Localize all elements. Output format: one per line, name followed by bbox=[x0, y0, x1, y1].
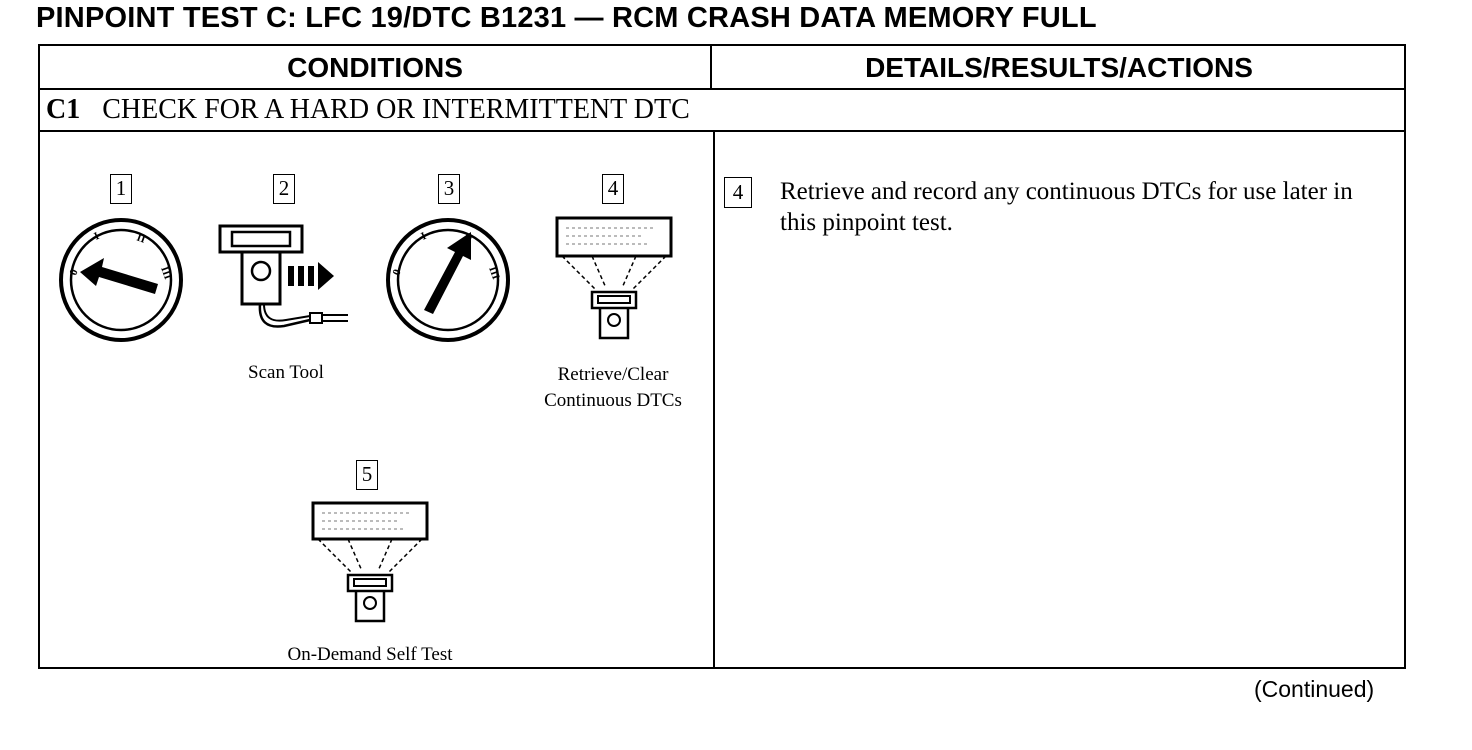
header-divider bbox=[40, 88, 1404, 90]
figure-5-caption: On-Demand Self Test bbox=[287, 644, 453, 665]
svg-text:0: 0 bbox=[391, 267, 404, 277]
figure-4-number: 4 bbox=[602, 174, 624, 204]
svg-text:I: I bbox=[92, 230, 101, 243]
svg-text:III: III bbox=[486, 265, 502, 281]
figure-1-number: 1 bbox=[110, 174, 132, 204]
svg-text:III: III bbox=[158, 265, 174, 281]
ignition-switch-off-icon: 0 I II III bbox=[59, 218, 183, 342]
action-text: Retrieve and record any continuous DTCs … bbox=[780, 178, 1353, 236]
scan-tool-display-icon bbox=[311, 501, 429, 623]
pinpoint-test-table: CONDITIONS DETAILS/RESULTS/ACTIONS C1 CHE… bbox=[38, 44, 1406, 669]
body-column-divider bbox=[713, 130, 715, 667]
step-heading: C1 CHECK FOR A HARD OR INTERMITTENT DTC bbox=[46, 94, 690, 126]
ignition-switch-on-icon: 0 I II III bbox=[386, 218, 510, 342]
figure-4-caption-line-1: Retrieve/Clear bbox=[557, 364, 669, 385]
scan-tool-display-icon bbox=[555, 216, 673, 340]
details-header: DETAILS/RESULTS/ACTIONS bbox=[865, 52, 1253, 83]
svg-text:0: 0 bbox=[68, 267, 81, 277]
conditions-header: CONDITIONS bbox=[287, 52, 463, 83]
figure-3-number: 3 bbox=[438, 174, 460, 204]
figure-4-caption: Retrieve/Clear Continuous DTCs bbox=[528, 362, 698, 414]
figure-2-number: 2 bbox=[273, 174, 295, 204]
step-title: CHECK FOR A HARD OR INTERMITTENT DTC bbox=[102, 94, 690, 125]
figure-2-caption: Scan Tool bbox=[248, 362, 324, 383]
figure-4-caption-line-2: Continuous DTCs bbox=[544, 390, 682, 411]
action-step-number: 4 bbox=[724, 177, 752, 208]
figure-5-number: 5 bbox=[356, 460, 378, 490]
continued-note: (Continued) bbox=[1254, 676, 1375, 702]
svg-text:I: I bbox=[419, 230, 428, 243]
scan-tool-connect-icon bbox=[218, 224, 348, 328]
page-title: PINPOINT TEST C: LFC 19/DTC B1231 — RCM … bbox=[36, 2, 1097, 34]
step-number: C1 bbox=[46, 94, 81, 125]
step-divider bbox=[40, 130, 1404, 132]
header-column-divider bbox=[710, 46, 712, 88]
svg-text:II: II bbox=[135, 232, 147, 246]
